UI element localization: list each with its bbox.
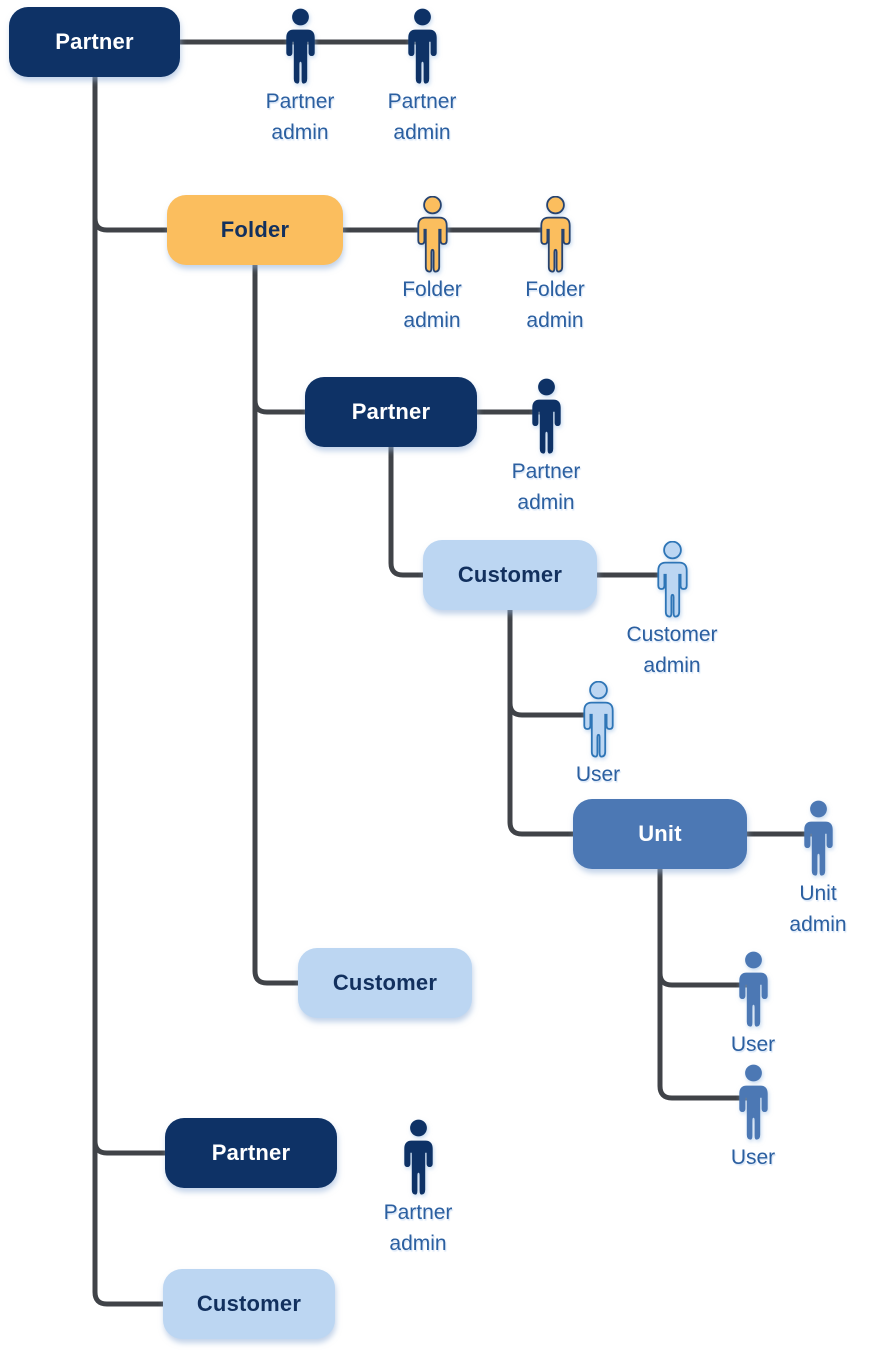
person-label: Partner admin	[387, 90, 457, 144]
connector-branch-partner-2	[252, 399, 305, 415]
folder-admin-icon	[535, 196, 576, 274]
person-label: Folder admin	[525, 278, 585, 332]
connector-root-trunk	[92, 77, 163, 1307]
connector-folder-trunk	[252, 265, 298, 986]
partner-admin-icon	[398, 1119, 439, 1197]
node-partner-under-folder: Partner	[305, 377, 477, 447]
person-label: Partner admin	[511, 460, 581, 514]
connector-branch-partner-3	[92, 1140, 165, 1156]
node-customer-under-folder: Customer	[298, 948, 472, 1018]
connector-partner-2-trunk	[388, 447, 423, 578]
connector-unit-trunk	[657, 869, 753, 1101]
connector-branch-user-2	[657, 972, 753, 988]
folder-admin-icon	[412, 196, 453, 274]
person-label: Customer admin	[626, 623, 718, 677]
node-customer-under-partner: Customer	[423, 540, 597, 610]
customer-admin-icon	[652, 541, 693, 619]
node-partner-root: Partner	[9, 7, 180, 77]
connector-branch-folder	[92, 217, 167, 233]
node-customer-under-root: Customer	[163, 1269, 335, 1339]
node-folder: Folder	[167, 195, 343, 265]
person-label: User	[730, 1146, 776, 1169]
person-label: Partner admin	[383, 1201, 453, 1255]
partner-admin-icon	[280, 8, 321, 86]
partner-admin-icon	[526, 378, 567, 456]
node-unit: Unit	[573, 799, 747, 869]
connector-branch-user-1	[507, 702, 598, 718]
person-label: Partner admin	[265, 90, 335, 144]
partner-admin-icon	[402, 8, 443, 86]
user-icon	[578, 681, 619, 759]
person-label: Unit admin	[789, 882, 847, 936]
person-label: Folder admin	[402, 278, 462, 332]
unit-admin-icon	[798, 800, 839, 878]
user-icon	[733, 951, 774, 1029]
person-label: User	[575, 763, 621, 786]
connector-customer-trunk	[507, 610, 573, 837]
person-label: User	[730, 1033, 776, 1056]
user-icon	[733, 1064, 774, 1142]
node-partner-under-root: Partner	[165, 1118, 337, 1188]
